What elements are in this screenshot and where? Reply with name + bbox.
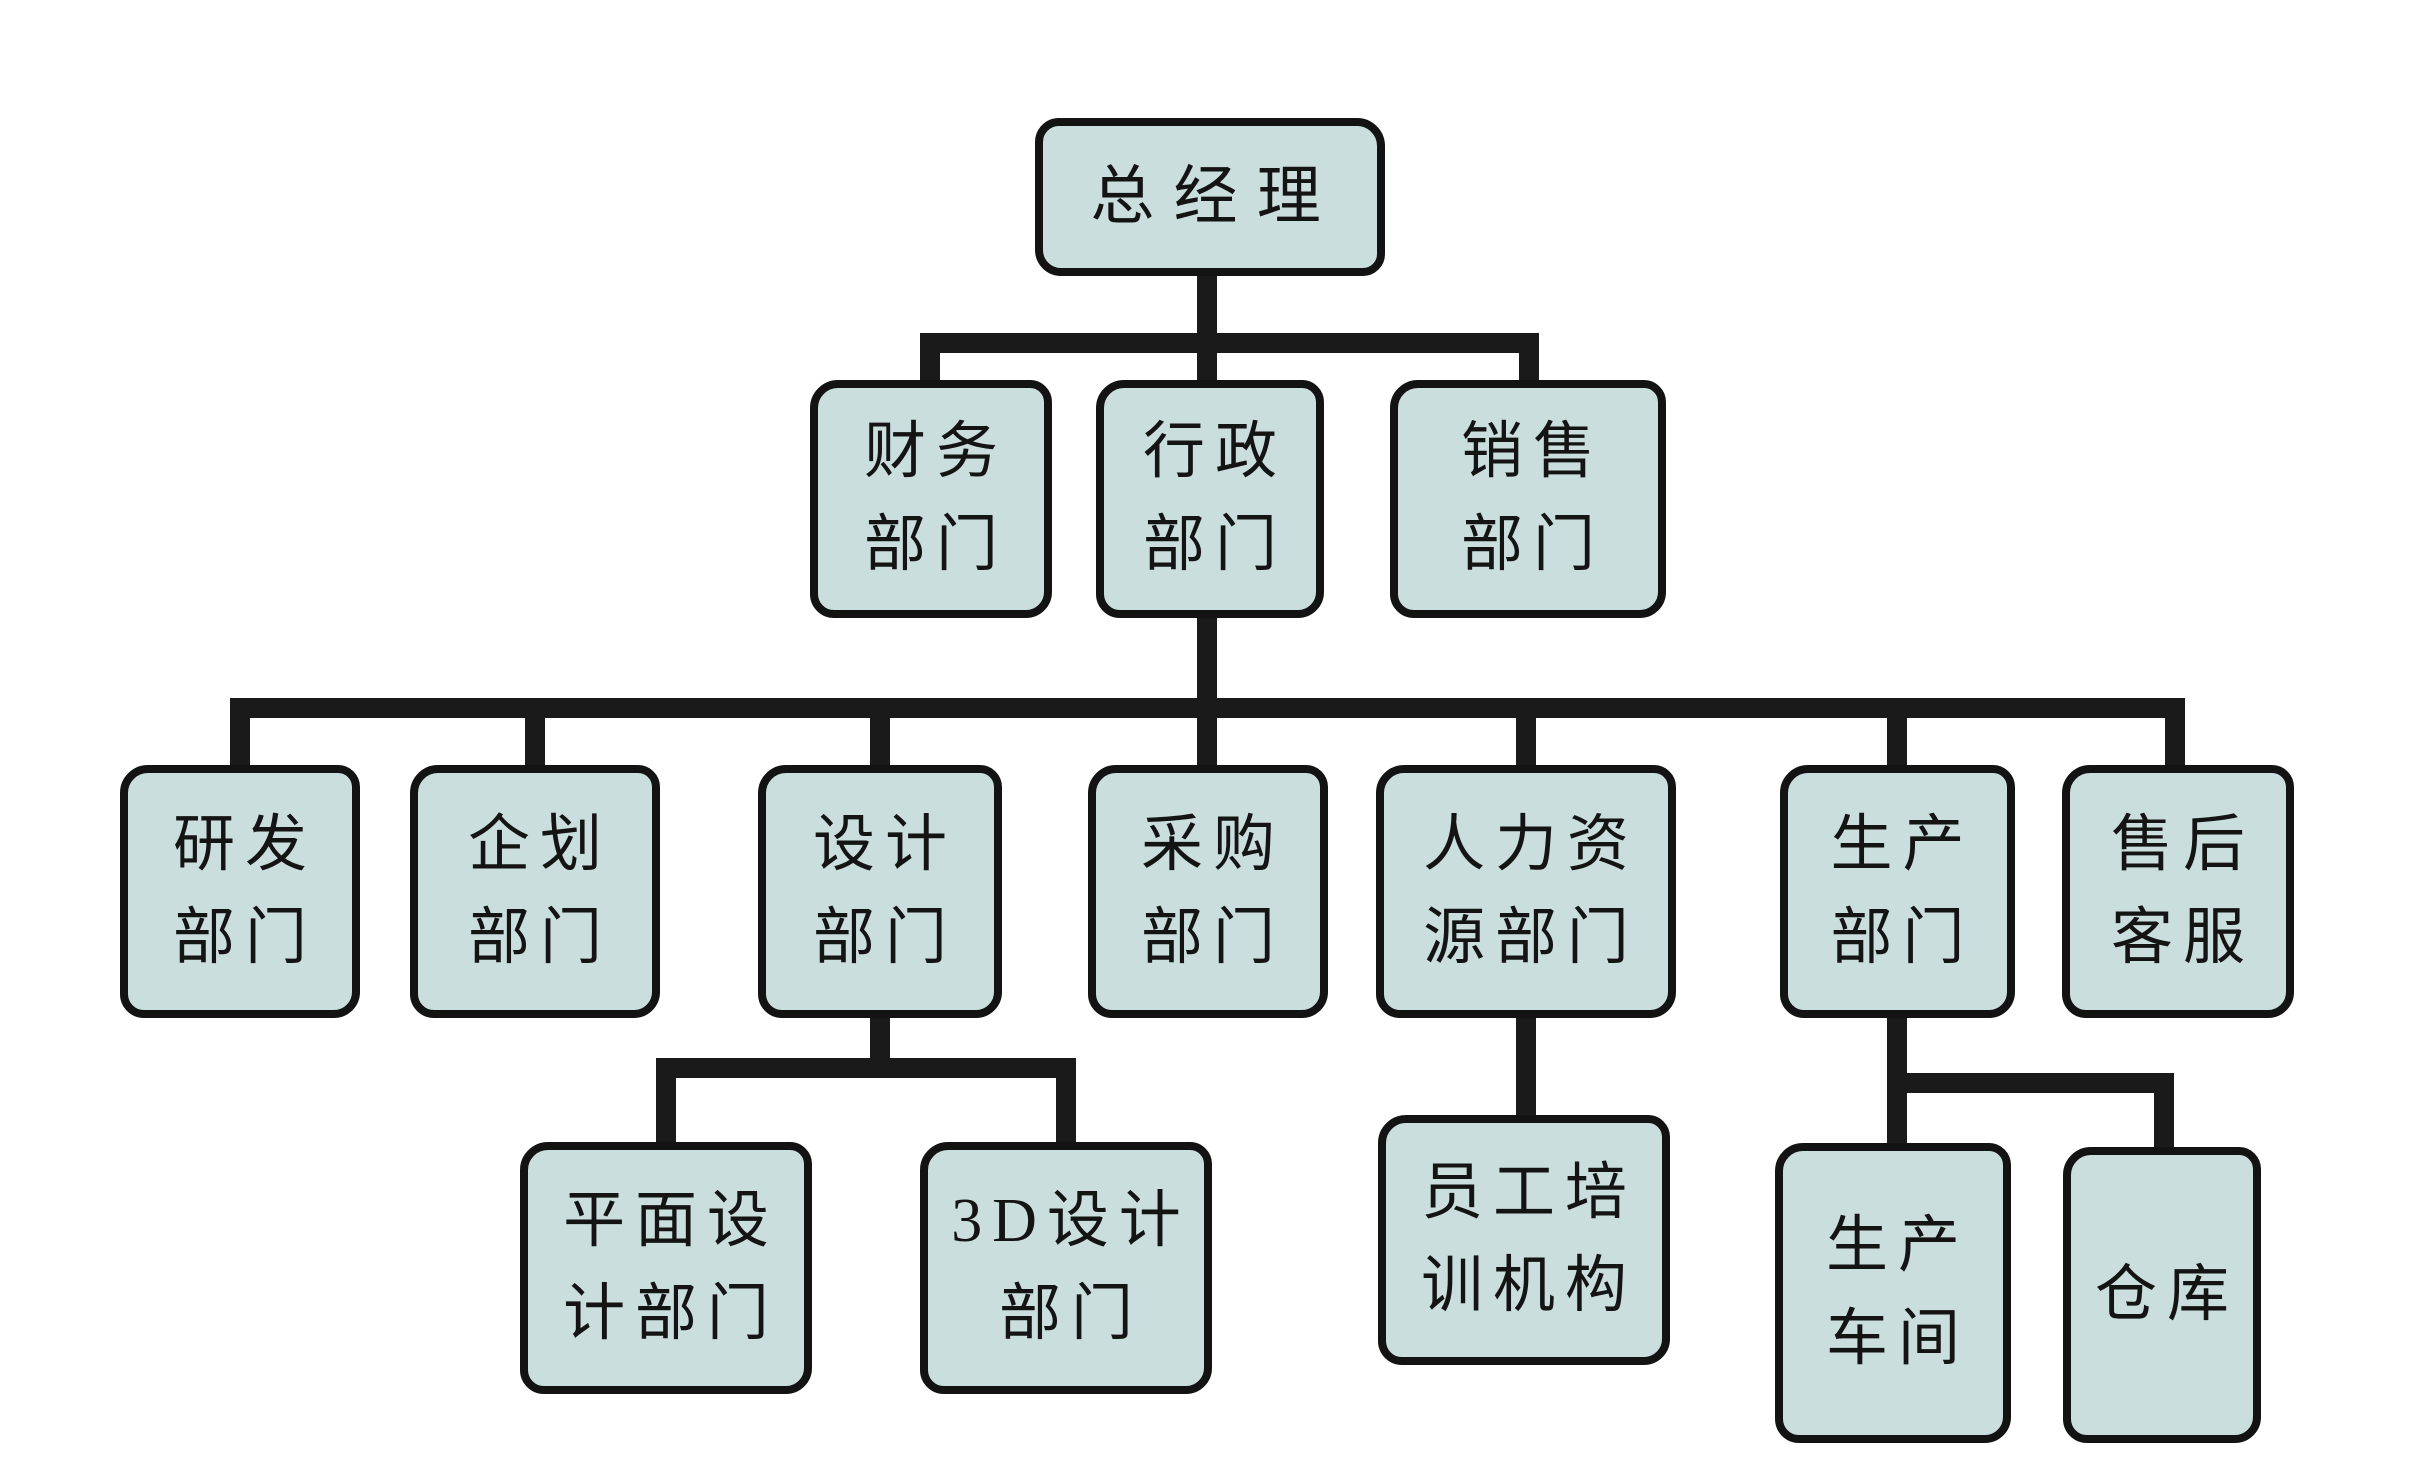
node-label: 行政 (1143, 418, 1287, 486)
org-node-hr: 人力资 源部门 (1376, 765, 1676, 1018)
org-node-training: 员工培 训机构 (1378, 1115, 1670, 1365)
node-label: 部门 (813, 903, 957, 972)
node-label: 车间 (1826, 1305, 1970, 1373)
org-node-graphic-design: 平面设 计部门 (520, 1142, 812, 1394)
node-label: 生产 (1826, 1212, 1970, 1280)
node-label: 生产 (1830, 810, 1975, 879)
node-label: 企划 (468, 810, 612, 879)
node-label: 售后 (2111, 810, 2255, 879)
node-label: 3D设计 (951, 1187, 1191, 1255)
node-label: 设计 (813, 810, 957, 879)
org-node-sales: 销售 部门 (1390, 380, 1666, 618)
connector-drop-sales (1519, 333, 1539, 383)
node-label: 销售 (1461, 418, 1605, 486)
connector-drop-admin (1197, 333, 1217, 383)
node-label: 源部门 (1423, 903, 1639, 972)
org-node-admin: 行政 部门 (1096, 380, 1324, 618)
node-label: 研发 (173, 810, 317, 879)
connector-design-bus (656, 1058, 1076, 1078)
org-node-purchasing: 采购 部门 (1088, 765, 1328, 1018)
org-node-3d-design: 3D设计 部门 (920, 1142, 1212, 1394)
org-node-rnd: 研发 部门 (120, 765, 360, 1018)
node-label: 计部门 (563, 1280, 779, 1348)
connector-drop-3d-design (1056, 1058, 1076, 1145)
org-node-after-sales: 售后 客服 (2062, 765, 2294, 1018)
connector-drop-production (1887, 698, 1907, 768)
node-label: 员工培 (1421, 1159, 1637, 1227)
connector-drop-after-sales (2165, 698, 2185, 768)
org-node-finance: 财务 部门 (810, 380, 1052, 618)
connector-drop-graphic-design (656, 1058, 676, 1145)
node-label: 人力资 (1423, 810, 1639, 879)
node-label: 部门 (1143, 511, 1287, 579)
node-label: 部门 (999, 1280, 1143, 1348)
node-label: 平面设 (563, 1187, 779, 1255)
connector-drop-purchasing (1197, 698, 1217, 768)
node-label: 部门 (1141, 903, 1285, 972)
connector-admin-down (1197, 612, 1217, 707)
org-node-planning: 企划 部门 (410, 765, 660, 1018)
node-label: 部门 (1830, 903, 1975, 972)
node-label: 财务 (864, 418, 1008, 486)
node-label: 部门 (173, 903, 317, 972)
org-node-design: 设计 部门 (758, 765, 1002, 1018)
connector-drop-planning (525, 698, 545, 768)
node-label: 部门 (468, 903, 612, 972)
node-label: 仓库 (2095, 1260, 2239, 1329)
node-label: 部门 (864, 511, 1008, 579)
node-label: 部门 (1461, 511, 1605, 579)
node-label: 训机构 (1421, 1252, 1637, 1320)
org-node-warehouse: 仓库 (2063, 1147, 2261, 1443)
connector-drop-hr (1516, 698, 1536, 768)
connector-drop-warehouse (2154, 1073, 2174, 1150)
connector-drop-design (870, 698, 890, 768)
connector-drop-rnd (230, 698, 250, 768)
connector-hr-down (1516, 1010, 1536, 1118)
org-node-production: 生产 部门 (1780, 765, 2015, 1018)
org-node-general-manager: 总经理 (1035, 118, 1385, 276)
node-label: 客服 (2111, 903, 2255, 972)
connector-level2-bus (920, 333, 1539, 353)
node-label: 采购 (1141, 810, 1285, 879)
connector-drop-finance (920, 333, 940, 383)
node-label: 总经理 (1090, 161, 1340, 232)
connector-production-bus (1887, 1073, 2174, 1093)
connector-gm-riser (1197, 272, 1217, 338)
org-node-workshop: 生产 车间 (1775, 1143, 2011, 1443)
